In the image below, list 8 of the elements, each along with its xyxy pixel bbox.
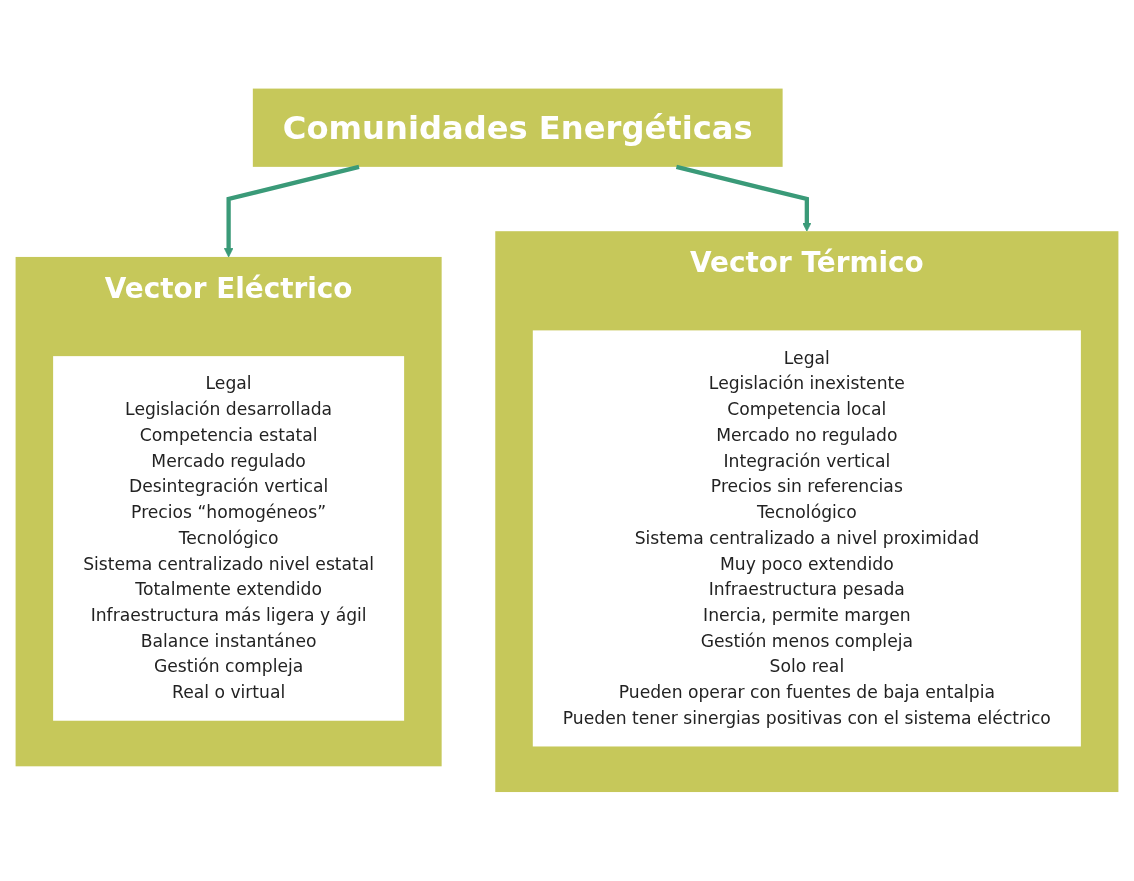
node-box [532, 330, 1081, 747]
cluster [15, 257, 442, 767]
arrow [675, 164, 812, 232]
node-box [252, 88, 783, 168]
cluster [495, 231, 1119, 793]
flowchart: Comunidades Energéticas Vector Eléctrico Legal Legislación desarrollada Competencia estatal Mercado regulado Desintegración vertical Precios “homogéneos” Tecnológico Sistema centralizado nivel estatal Totalmente extendido Infraestructura más ligera y ágil Balance instantáneo Gestión compleja Real o virtual Vector Térmico Legal Legislación inexistente Competencia local Mercado no regulado Integración vertical Precios sin referencias Tecnológico Sistema centralizado a nivel proximidad Muy poco extendido Infraestructura pesada Inercia, permite margen Gestión menos compleja Solo real Pueden operar con fuentes de baja entalpia Pueden tener sinergias positivas con el sistema eléctrico [7, 80, 1127, 801]
node-box [53, 356, 405, 721]
arrow [223, 164, 360, 258]
